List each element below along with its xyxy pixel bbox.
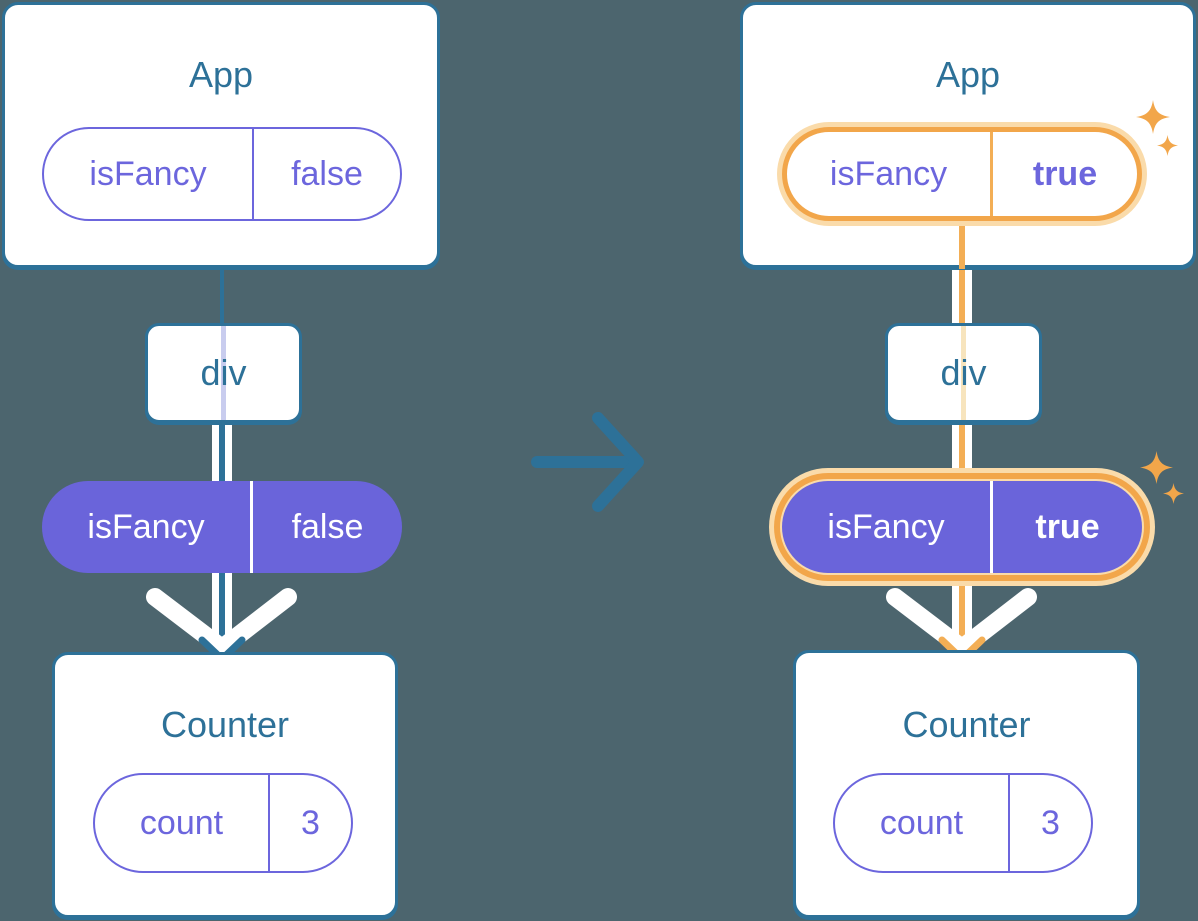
app-state-pill-after: isFancy true [782,127,1142,221]
flow-through-line-before [221,326,226,420]
counter-state-pill-after: count 3 [833,773,1093,873]
flow-through-line-after [961,326,966,420]
state-value: 3 [268,775,351,871]
state-value: 3 [1008,775,1091,871]
prop-flow-div-to-pill-before [212,421,232,483]
transition-right-arrow-icon [531,412,644,512]
app-title-before: App [188,54,254,95]
sparkle-icon [1163,483,1184,504]
div-title-before: div [200,352,247,393]
counter-state-pill-before: count 3 [93,773,353,873]
state-name: isFancy [829,154,948,193]
prop-flow-pill-to-counter-before [212,571,232,650]
prop-flow-pill-to-counter-after [952,571,972,650]
state-value: true [990,132,1137,216]
prop-value: false [250,481,402,573]
state-value: false [252,129,400,219]
prop-value: true [990,481,1142,573]
sparkle-icon [1157,135,1178,156]
prop-arrow-chevron-before [146,588,297,657]
div-card-after: div [885,323,1042,423]
sparkle-icon [1140,451,1173,484]
prop-flow-app-to-div-after [952,268,972,325]
flow-stub-after [959,224,965,269]
state-name: count [879,803,964,842]
prop-name: isFancy [827,507,945,546]
counter-title-before: Counter [160,704,290,745]
div-title-after: div [940,352,987,393]
app-state-pill-before: isFancy false [42,127,402,221]
div-card-before: div [145,323,302,423]
prop-name: isFancy [87,507,205,546]
prop-flow-div-to-pill-after [952,421,972,483]
edge-app-div-before [220,266,224,325]
prop-pill-after: isFancy true [782,481,1142,573]
counter-title-after: Counter [902,704,1031,745]
prop-arrow-chevron-after [886,588,1037,657]
state-name: isFancy [89,154,207,193]
prop-pill-before: isFancy false [42,481,402,573]
app-title-after: App [935,54,1001,95]
state-name: count [139,803,224,842]
sparkle-icon [1136,100,1170,134]
